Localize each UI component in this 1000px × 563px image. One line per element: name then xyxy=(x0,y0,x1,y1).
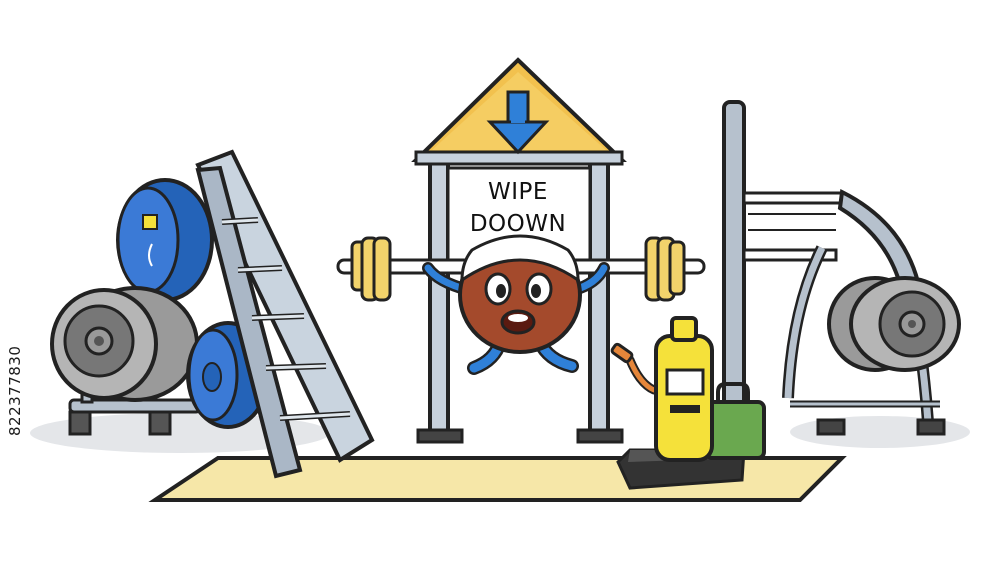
sign-post: WIPE DOOWN xyxy=(411,57,627,444)
cleaning-supplies xyxy=(610,316,766,490)
green-jug xyxy=(704,400,766,460)
yellow-bottle xyxy=(654,334,714,462)
left-shadow xyxy=(30,413,330,453)
side-id-label: 822377830 xyxy=(6,345,24,437)
sign-line-1: WIPE xyxy=(488,179,548,205)
right-rack xyxy=(712,100,961,436)
sign-line-2: DOOWN xyxy=(470,211,566,237)
character xyxy=(422,234,610,375)
arrow-down-icon xyxy=(486,90,550,155)
ladder xyxy=(195,149,375,479)
